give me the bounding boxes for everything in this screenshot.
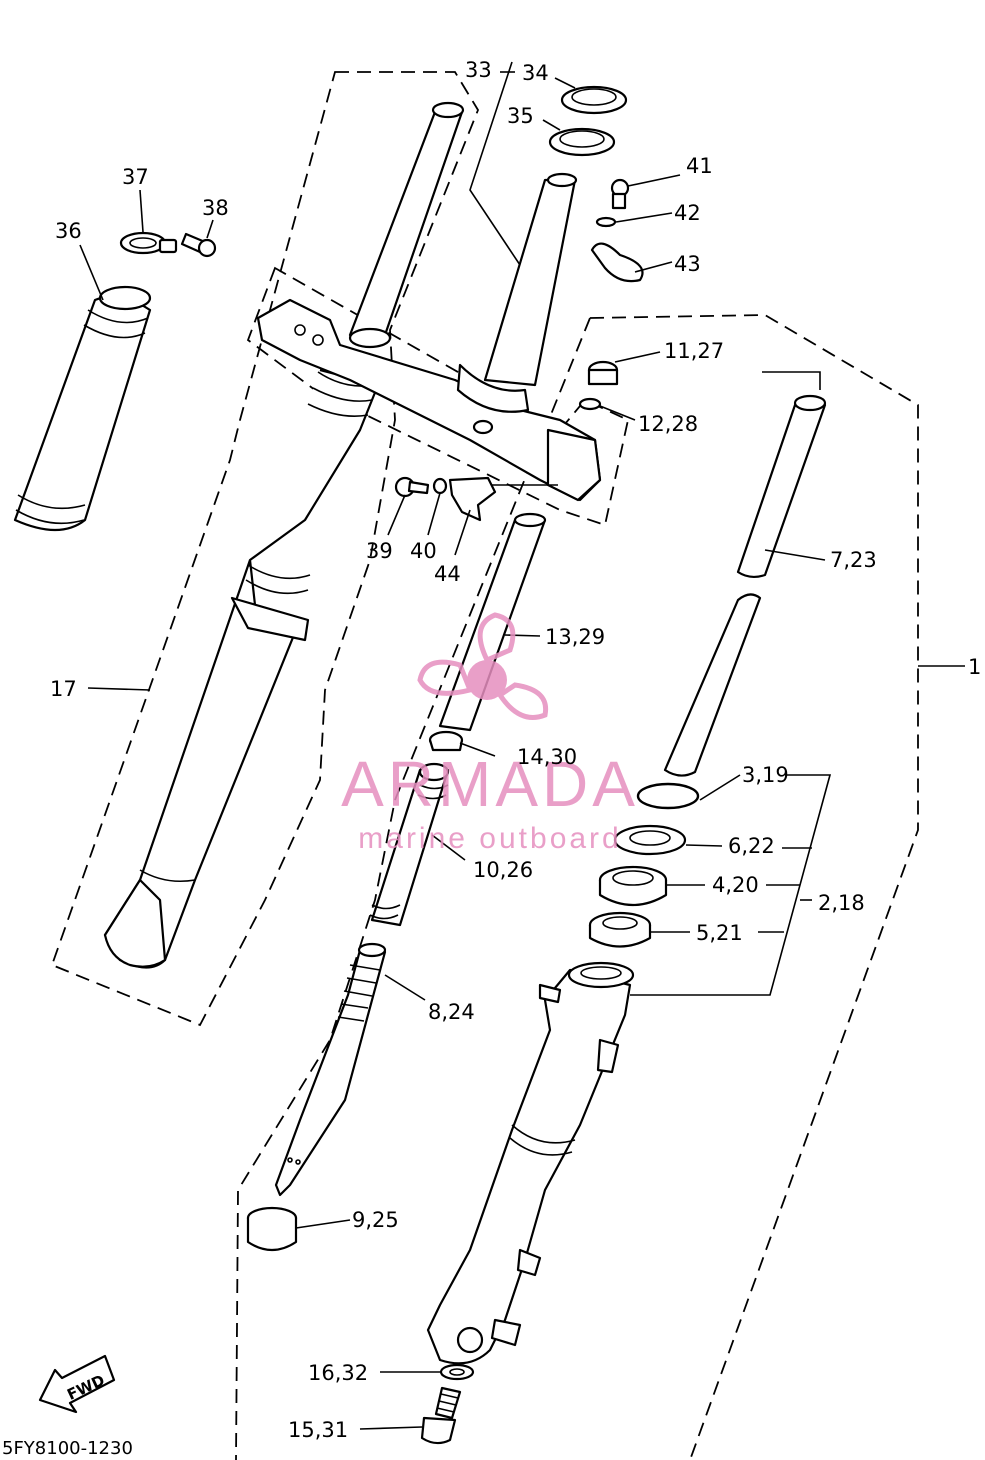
label-4-20: 4,20 [712, 873, 759, 897]
label-15-31: 15,31 [288, 1418, 348, 1442]
label-3-19: 3,19 [742, 763, 789, 787]
label-8-24: 8,24 [428, 1000, 475, 1024]
part-42-washer [595, 216, 617, 228]
part-34-bearing [560, 85, 628, 115]
part-37-clamp [119, 231, 178, 255]
boundary-17 [50, 71, 480, 1027]
watermark-brand: ARMADA [341, 748, 639, 820]
part-17-fork-leg-left [103, 101, 465, 969]
part-33-under-bracket [256, 172, 602, 502]
part-8-fork-spring [274, 942, 387, 1197]
label-16-32: 16,32 [308, 1361, 368, 1385]
label-37: 37 [122, 165, 149, 189]
label-5-21: 5,21 [696, 921, 743, 945]
boundary-1 [235, 314, 919, 1460]
label-14-30: 14,30 [517, 745, 577, 769]
label-39: 39 [366, 539, 393, 563]
label-2-18: 2,18 [818, 891, 865, 915]
part-39-bolt [394, 476, 430, 498]
propeller-logo [417, 612, 549, 720]
part-40-washer [432, 477, 448, 495]
part-9-collar [246, 1206, 298, 1252]
part-14-spindle [428, 730, 464, 752]
part-16-washer [439, 1363, 475, 1381]
part-38-screw [180, 232, 217, 258]
part-11-cap-bolt [587, 360, 619, 386]
part-5-bushing [588, 911, 652, 948]
label-41: 41 [686, 154, 713, 178]
part-43-clip [590, 242, 644, 283]
part-15-bolt [420, 1386, 462, 1445]
diagram-code: 5FY8100-1230 [2, 1438, 133, 1459]
label-42: 42 [674, 201, 701, 225]
part-labels: 33 34 35 41 42 43 37 38 36 11,27 12,28 3… [50, 58, 981, 1442]
part-41-bolt [610, 178, 630, 210]
label-9-25: 9,25 [352, 1208, 399, 1232]
boundary-33 [246, 266, 630, 527]
part-12-o-ring [578, 397, 602, 411]
label-43: 43 [674, 252, 701, 276]
label-44: 44 [434, 562, 461, 586]
part-6-washer [613, 824, 687, 856]
label-34: 34 [522, 61, 549, 85]
label-11-27: 11,27 [664, 339, 724, 363]
label-12-28: 12,28 [638, 412, 698, 436]
part-4-oil-seal [598, 865, 668, 906]
part-2-outer-tube [426, 961, 635, 1365]
leader-lines [79, 61, 965, 1430]
label-36: 36 [55, 219, 82, 243]
label-40: 40 [410, 539, 437, 563]
watermark-tagline: marine outboard [358, 822, 621, 855]
label-13-29: 13,29 [545, 625, 605, 649]
part-36-fork-boot [13, 285, 152, 531]
label-6-22: 6,22 [728, 834, 775, 858]
label-7-23: 7,23 [830, 548, 877, 572]
watermark: ARMADA marine outboard [341, 612, 639, 855]
label-17: 17 [50, 677, 77, 701]
part-3-circlip [636, 782, 700, 810]
label-35: 35 [507, 104, 534, 128]
part-7-fork-tube [663, 394, 827, 777]
part-44-bracket [448, 476, 558, 522]
part-7-outline [762, 371, 821, 390]
label-38: 38 [202, 196, 229, 220]
label-33: 33 [465, 58, 492, 82]
part-35-seal [548, 127, 616, 157]
fwd-arrow-icon: FWD [38, 1354, 116, 1414]
label-1: 1 [968, 655, 981, 679]
label-10-26: 10,26 [473, 858, 533, 882]
part-10-damper-rod [369, 762, 450, 927]
